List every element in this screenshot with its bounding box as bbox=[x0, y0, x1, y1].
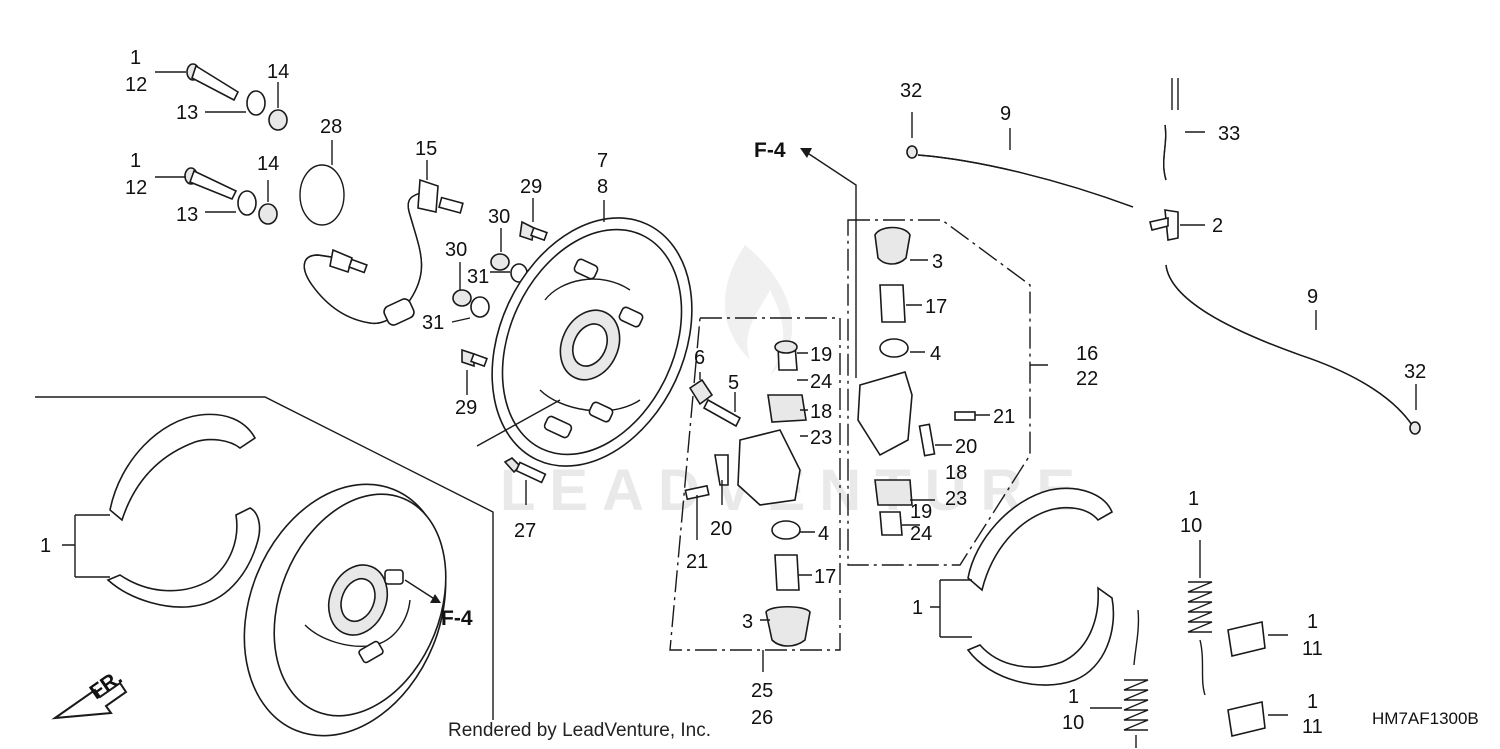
callout-20: 20 bbox=[710, 518, 732, 540]
callout-29: 29 bbox=[520, 176, 542, 198]
callout-23: 23 bbox=[810, 427, 832, 449]
callout-17: 17 bbox=[814, 566, 836, 588]
callout-8: 8 bbox=[597, 176, 608, 198]
callout-32: 32 bbox=[1404, 361, 1426, 383]
f4-arrow-left bbox=[404, 579, 441, 603]
callout-1: 1 bbox=[130, 150, 141, 172]
callout-1: 1 bbox=[130, 47, 141, 69]
callout-33: 33 bbox=[1218, 123, 1240, 145]
bolt-29-upper bbox=[519, 220, 548, 242]
callout-3: 3 bbox=[742, 611, 753, 633]
callout-14: 14 bbox=[267, 61, 289, 83]
joint-2 bbox=[1149, 209, 1205, 241]
f4-label-left: F-4 bbox=[441, 607, 473, 630]
callout-15: 15 bbox=[415, 138, 437, 160]
callout-29: 29 bbox=[455, 397, 477, 419]
callout-3: 3 bbox=[932, 251, 943, 273]
wheel-cylinder-assembly-right bbox=[847, 219, 1048, 566]
brake-shoes-left bbox=[106, 413, 261, 608]
callout-1: 1 bbox=[1307, 611, 1318, 633]
callout-5: 5 bbox=[728, 372, 739, 394]
return-spring-upper bbox=[1187, 540, 1213, 696]
callout-31: 31 bbox=[467, 266, 489, 288]
callout-22: 22 bbox=[1076, 368, 1098, 390]
leader-lines-center bbox=[696, 352, 815, 621]
callout-10: 10 bbox=[1180, 515, 1202, 537]
callout-6: 6 bbox=[694, 347, 705, 369]
callout-18: 18 bbox=[945, 462, 967, 484]
frame-line-left bbox=[35, 396, 561, 720]
bolt-29-lower bbox=[461, 348, 488, 368]
callout-13: 13 bbox=[176, 102, 198, 124]
callout-25: 25 bbox=[751, 680, 773, 702]
callout-16: 16 bbox=[1076, 343, 1098, 365]
breather-hose-upper bbox=[906, 112, 1134, 208]
brake-shoes-right bbox=[930, 487, 1115, 686]
callout-17: 17 bbox=[925, 296, 947, 318]
callout-1: 1 bbox=[1188, 488, 1199, 510]
callout-20: 20 bbox=[955, 436, 977, 458]
return-spring-lower bbox=[1090, 609, 1149, 748]
wheel-cylinder-assembly-center bbox=[669, 317, 841, 672]
callout-11: 11 bbox=[1302, 638, 1323, 660]
callout-7: 7 bbox=[597, 150, 608, 172]
callout-1: 1 bbox=[912, 597, 923, 619]
diagram-code: HM7AF1300B bbox=[1372, 709, 1479, 728]
callout-11: 11 bbox=[1302, 716, 1323, 738]
leader-lines-right-cylinder bbox=[902, 259, 990, 526]
callout-21: 21 bbox=[993, 406, 1015, 428]
brake-drum-left bbox=[243, 483, 447, 737]
leader-lines-left bbox=[155, 71, 605, 505]
callout-4: 4 bbox=[930, 343, 941, 365]
callout-12: 12 bbox=[125, 177, 147, 199]
brake-panel-upper bbox=[491, 217, 693, 467]
callout-24: 24 bbox=[910, 523, 932, 545]
nut-30-lower bbox=[452, 289, 490, 318]
callout-27: 27 bbox=[514, 520, 536, 542]
breather-hose-lower bbox=[1165, 264, 1421, 435]
brake-hose bbox=[303, 178, 464, 326]
rendered-by-credit: Rendered by LeadVenture, Inc. bbox=[448, 720, 711, 741]
callout-30: 30 bbox=[445, 239, 467, 261]
callout-28: 28 bbox=[320, 116, 342, 138]
clips-11 bbox=[1227, 621, 1288, 737]
callout-1: 1 bbox=[1307, 691, 1318, 713]
callout-2: 2 bbox=[1212, 215, 1223, 237]
callout-labels: 1 12 14 13 1 12 14 13 28 15 29 30 31 30 … bbox=[40, 47, 1426, 738]
callout-32: 32 bbox=[900, 80, 922, 102]
callout-12: 12 bbox=[125, 74, 147, 96]
callout-21: 21 bbox=[686, 551, 708, 573]
o-ring bbox=[299, 164, 345, 226]
callout-4: 4 bbox=[818, 523, 829, 545]
callout-24: 24 bbox=[810, 371, 832, 393]
callout-23: 23 bbox=[945, 488, 967, 510]
pivot-pin-assembly-upper bbox=[186, 63, 288, 131]
nut-30-upper bbox=[490, 253, 528, 283]
front-direction-arrow bbox=[51, 681, 128, 720]
callout-31: 31 bbox=[422, 312, 444, 334]
callout-1: 1 bbox=[40, 535, 51, 557]
callout-18: 18 bbox=[810, 401, 832, 423]
f4-label-top: F-4 bbox=[754, 139, 786, 162]
breather-tube-33 bbox=[1163, 78, 1205, 181]
callout-9: 9 bbox=[1000, 103, 1011, 125]
callout-13: 13 bbox=[176, 204, 198, 226]
callout-30: 30 bbox=[488, 206, 510, 228]
pivot-pin-assembly-lower bbox=[184, 167, 278, 225]
bracket-line-1 bbox=[62, 514, 110, 578]
callout-1: 1 bbox=[1068, 686, 1079, 708]
bolt-27 bbox=[503, 457, 547, 484]
callout-9: 9 bbox=[1307, 286, 1318, 308]
callout-10: 10 bbox=[1062, 712, 1084, 734]
callout-19: 19 bbox=[910, 501, 932, 523]
f4-arrow-top bbox=[800, 148, 857, 378]
callout-26: 26 bbox=[751, 707, 773, 729]
callout-19: 19 bbox=[810, 344, 832, 366]
callout-14: 14 bbox=[257, 153, 279, 175]
